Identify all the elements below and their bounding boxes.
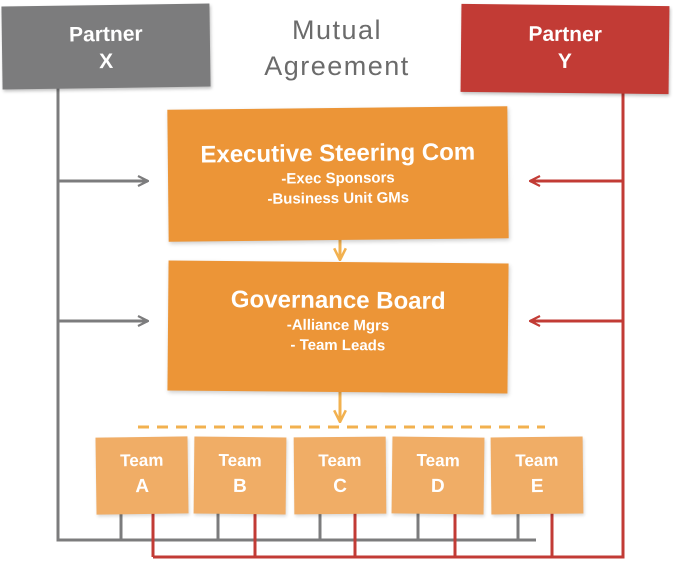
agreement-line-1: Mutual bbox=[291, 15, 383, 45]
team-box-b: Team B bbox=[193, 436, 287, 515]
partner-y-trunk-line bbox=[153, 93, 625, 559]
partner-y-label: Partner bbox=[528, 22, 603, 47]
team-label: Team bbox=[218, 450, 262, 471]
team-box-d: Team D bbox=[391, 436, 485, 515]
partner-x-letter: X bbox=[99, 49, 114, 74]
executive-item: -Business Unit GMs bbox=[267, 189, 410, 208]
team-letter: A bbox=[135, 475, 150, 498]
partner-y-letter: Y bbox=[557, 49, 572, 74]
executive-steering-box: Executive Steering Com -Exec Sponsors -B… bbox=[167, 106, 509, 242]
team-label: Team bbox=[515, 450, 559, 471]
partner-x-trunk-line bbox=[56, 88, 536, 542]
team-label: Team bbox=[318, 450, 362, 471]
team-label: Team bbox=[416, 450, 460, 471]
partner-x-box: Partner X bbox=[1, 3, 211, 90]
partner-x-label: Partner bbox=[68, 22, 143, 47]
executive-title: Executive Steering Com bbox=[200, 138, 476, 169]
mutual-agreement-heading: Mutual Agreement bbox=[232, 12, 442, 84]
partner-y-box: Partner Y bbox=[460, 3, 670, 95]
team-letter: D bbox=[430, 475, 445, 498]
governance-title: Governance Board bbox=[230, 286, 446, 315]
governance-board-box: Governance Board -Alliance Mgrs - Team L… bbox=[167, 260, 509, 394]
team-letter: B bbox=[232, 475, 247, 498]
team-label: Team bbox=[120, 450, 164, 471]
team-box-a: Team A bbox=[95, 436, 189, 515]
governance-item: - Team Leads bbox=[290, 336, 386, 355]
team-box-e: Team E bbox=[490, 436, 584, 515]
team-letter: E bbox=[530, 475, 544, 498]
agreement-line-2: Agreement bbox=[264, 51, 410, 81]
team-letter: C bbox=[333, 475, 348, 498]
team-box-c: Team C bbox=[293, 436, 387, 515]
